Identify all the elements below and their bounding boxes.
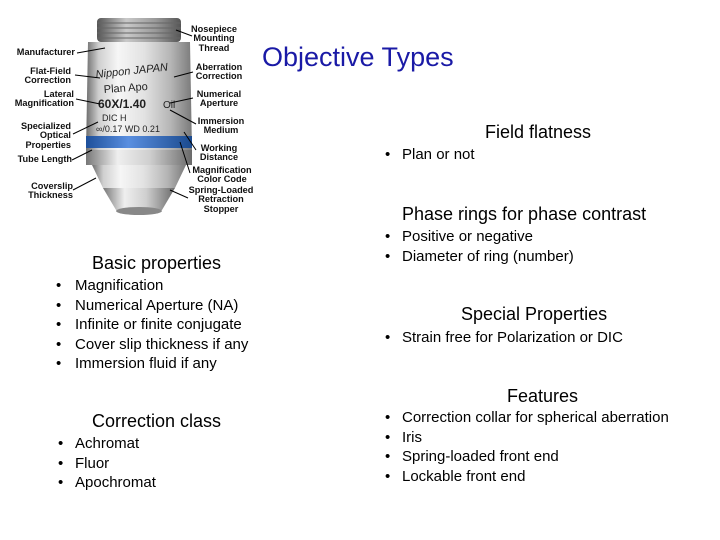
list-item: Positive or negative — [385, 227, 574, 247]
list-item: Correction collar for spherical aberrati… — [385, 408, 669, 428]
correction-class-list: Achromat Fluor Apochromat — [58, 434, 156, 493]
label-manufacturer: Manufacturer — [16, 47, 75, 57]
correction-class-heading: Correction class — [92, 411, 222, 431]
list-item: Apochromat — [58, 473, 156, 493]
phase-rings-list: Positive or negative Diameter of ring (n… — [385, 227, 574, 266]
slide-title: Objective Types — [262, 42, 454, 72]
features-list: Correction collar for spherical aberrati… — [385, 408, 669, 486]
objective-illustration: Nippon JAPAN Plan Apo 60X/1.40 Oil DIC H… — [71, 18, 197, 215]
lens-oil-text: Oil — [163, 100, 175, 111]
basic-properties-list: Magnification Numerical Aperture (NA) In… — [56, 276, 248, 374]
objective-diagram: Nippon JAPAN Plan Apo 60X/1.40 Oil DIC H… — [0, 0, 260, 225]
special-properties-list: Strain free for Polarization or DIC — [385, 328, 623, 348]
basic-properties-heading: Basic properties — [92, 253, 222, 273]
list-item: Lockable front end — [385, 467, 669, 487]
list-item: Cover slip thickness if any — [56, 335, 248, 355]
lens-mag-text: 60X/1.40 — [98, 97, 146, 111]
list-item: Plan or not — [385, 145, 475, 165]
list-item: Magnification — [56, 276, 248, 296]
field-flatness-heading: Field flatness — [485, 122, 592, 142]
list-item: Infinite or finite conjugate — [56, 315, 248, 335]
lens-type-text: Plan Apo — [103, 81, 148, 96]
phase-rings-heading: Phase rings for phase contrast — [402, 204, 647, 224]
list-item: Immersion fluid if any — [56, 354, 248, 374]
list-item: Strain free for Polarization or DIC — [385, 328, 623, 348]
list-item: Diameter of ring (number) — [385, 247, 574, 267]
list-item: Numerical Aperture (NA) — [56, 296, 248, 316]
list-item: Fluor — [58, 454, 156, 474]
lens-dic-text: DIC H — [102, 113, 127, 123]
list-item: Achromat — [58, 434, 156, 454]
features-heading: Features — [507, 386, 579, 406]
lens-spec-text: ∞/0.17 WD 0.21 — [96, 124, 160, 134]
list-item: Spring-loaded front end — [385, 447, 669, 467]
field-flatness-list: Plan or not — [385, 145, 475, 165]
label-tube-length: Tube Length — [17, 154, 72, 164]
special-properties-heading: Special Properties — [461, 304, 608, 324]
list-item: Iris — [385, 428, 669, 448]
